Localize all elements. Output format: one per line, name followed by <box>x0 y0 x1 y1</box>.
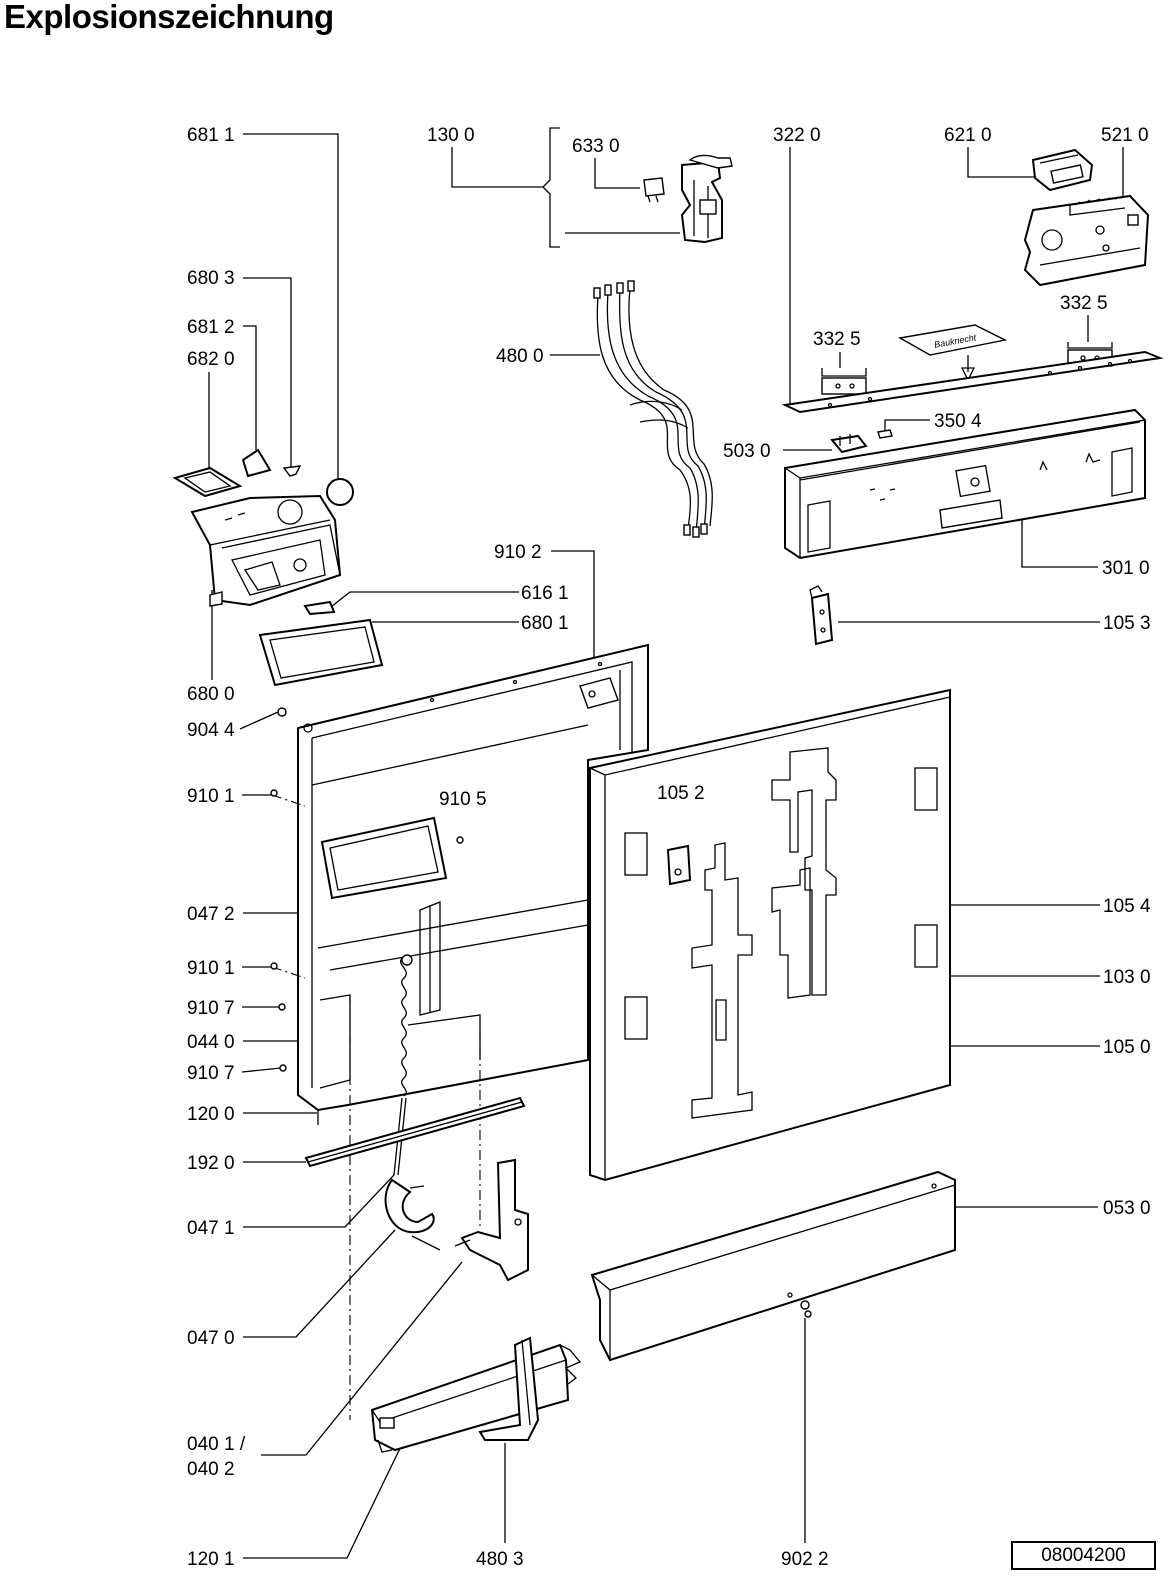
label-621-0: 621 0 <box>944 125 992 146</box>
bottom-rail <box>304 1096 526 1168</box>
label-503-0: 503 0 <box>723 441 771 462</box>
drawing-number: 08004200 <box>1011 1541 1156 1570</box>
label-120-1: 120 1 <box>187 1549 235 1570</box>
label-047-2: 047 2 <box>187 904 235 925</box>
label-910-5: 910 5 <box>439 789 487 810</box>
label-322-0: 322 0 <box>773 125 821 146</box>
cable-harness <box>593 280 713 538</box>
part-labels: 681 1 130 0 633 0 322 0 621 0 521 0 680 … <box>187 125 1151 1570</box>
label-681-2: 681 2 <box>187 317 235 338</box>
door-spring <box>384 954 441 1251</box>
inner-door-panel <box>297 643 649 1125</box>
label-910-1-bottom: 910 1 <box>187 958 235 979</box>
control-panel <box>784 408 1146 560</box>
label-044-0: 044 0 <box>187 1032 235 1053</box>
label-053-0: 053 0 <box>1103 1198 1151 1219</box>
label-480-0: 480 0 <box>496 346 544 367</box>
label-902-2: 902 2 <box>781 1549 829 1570</box>
label-047-0: 047 0 <box>187 1328 235 1349</box>
alignment-lines <box>271 794 481 1420</box>
detergent-dispenser <box>172 448 384 687</box>
label-682-0: 682 0 <box>187 349 235 370</box>
label-910-7-bottom: 910 7 <box>187 1063 235 1084</box>
screws <box>270 707 464 1072</box>
bottom-trim <box>590 1170 956 1362</box>
electronic-module <box>1023 194 1150 287</box>
page-title: Explosionszeichnung <box>4 0 334 35</box>
label-130-0: 130 0 <box>427 125 475 146</box>
label-192-0: 192 0 <box>187 1153 235 1174</box>
label-103-0: 103 0 <box>1103 967 1151 988</box>
hinge-arm <box>454 1158 529 1282</box>
label-350-4: 350 4 <box>934 411 982 432</box>
label-105-2: 105 2 <box>657 783 705 804</box>
door-lock-assembly <box>643 154 733 244</box>
label-040-1: 040 1 / <box>187 1434 246 1455</box>
label-105-4: 105 4 <box>1103 896 1151 917</box>
label-680-3: 680 3 <box>187 268 235 289</box>
leader-lines <box>208 127 1124 1559</box>
label-332-5-right: 332 5 <box>1060 293 1108 314</box>
label-301-0: 301 0 <box>1102 558 1150 579</box>
label-480-3: 480 3 <box>476 1549 524 1570</box>
connector-block <box>1031 148 1094 192</box>
control-strip <box>781 350 1164 414</box>
label-633-0: 633 0 <box>572 136 620 157</box>
label-120-0: 120 0 <box>187 1104 235 1125</box>
hinge-bracket <box>809 585 834 646</box>
label-521-0: 521 0 <box>1101 125 1149 146</box>
label-105-3: 105 3 <box>1103 613 1151 634</box>
brand-logo-plate: Bauknecht <box>897 324 1008 382</box>
label-910-7-top: 910 7 <box>187 998 235 1019</box>
label-910-1-top: 910 1 <box>187 786 235 807</box>
label-105-0: 105 0 <box>1103 1037 1151 1058</box>
kick-plate <box>370 1336 582 1453</box>
label-047-1: 047 1 <box>187 1218 235 1239</box>
outer-door-panel <box>589 688 951 1182</box>
label-904-4: 904 4 <box>187 720 235 741</box>
label-681-1: 681 1 <box>187 125 235 146</box>
label-680-1: 680 1 <box>521 613 569 634</box>
label-910-2: 910 2 <box>494 542 542 563</box>
label-616-1: 616 1 <box>521 583 569 604</box>
small-clips <box>830 429 893 454</box>
label-680-0: 680 0 <box>187 684 235 705</box>
label-040-2: 040 2 <box>187 1459 235 1480</box>
label-332-5-left: 332 5 <box>813 329 861 350</box>
